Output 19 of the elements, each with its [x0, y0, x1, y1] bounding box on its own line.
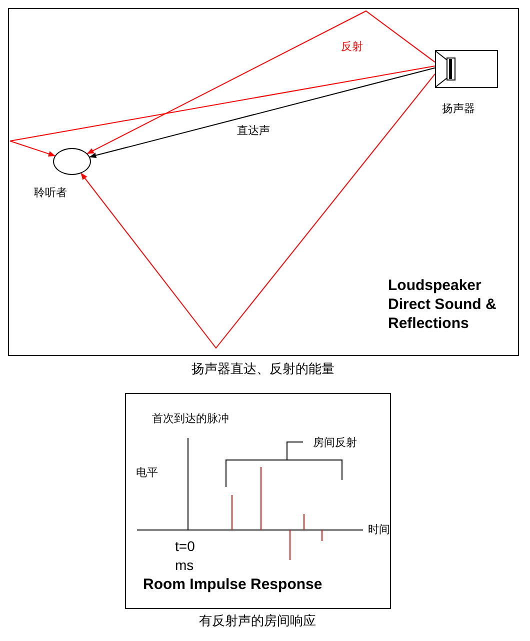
text-label: 房间反射	[313, 436, 357, 450]
sound-path-arrow	[89, 67, 436, 158]
text-label: Room Impulse Response	[143, 575, 322, 594]
loudspeaker-drawing	[435, 50, 498, 88]
node-caption: 扬声器	[442, 102, 475, 116]
listener-circle	[53, 148, 91, 175]
sound-path-arrow	[10, 66, 436, 156]
sound-path-arrow	[86, 10, 436, 154]
text-label: 有反射声的房间响应	[198, 614, 317, 631]
text-label: 电平	[136, 466, 158, 480]
text-label: 时间	[368, 523, 390, 538]
text-label: 扬声器直达、反射的能量	[190, 362, 336, 379]
text-label: Loudspeaker Direct Sound & Reflections	[388, 277, 498, 334]
edge-label: 直达声	[236, 124, 271, 138]
sound-path-arrow	[80, 73, 436, 349]
text-label: t=0 ms	[175, 537, 196, 575]
text-label: 首次到达的脉冲	[152, 412, 229, 426]
edge-label: 反射	[340, 40, 364, 54]
node-caption: 聆听者	[34, 186, 67, 200]
